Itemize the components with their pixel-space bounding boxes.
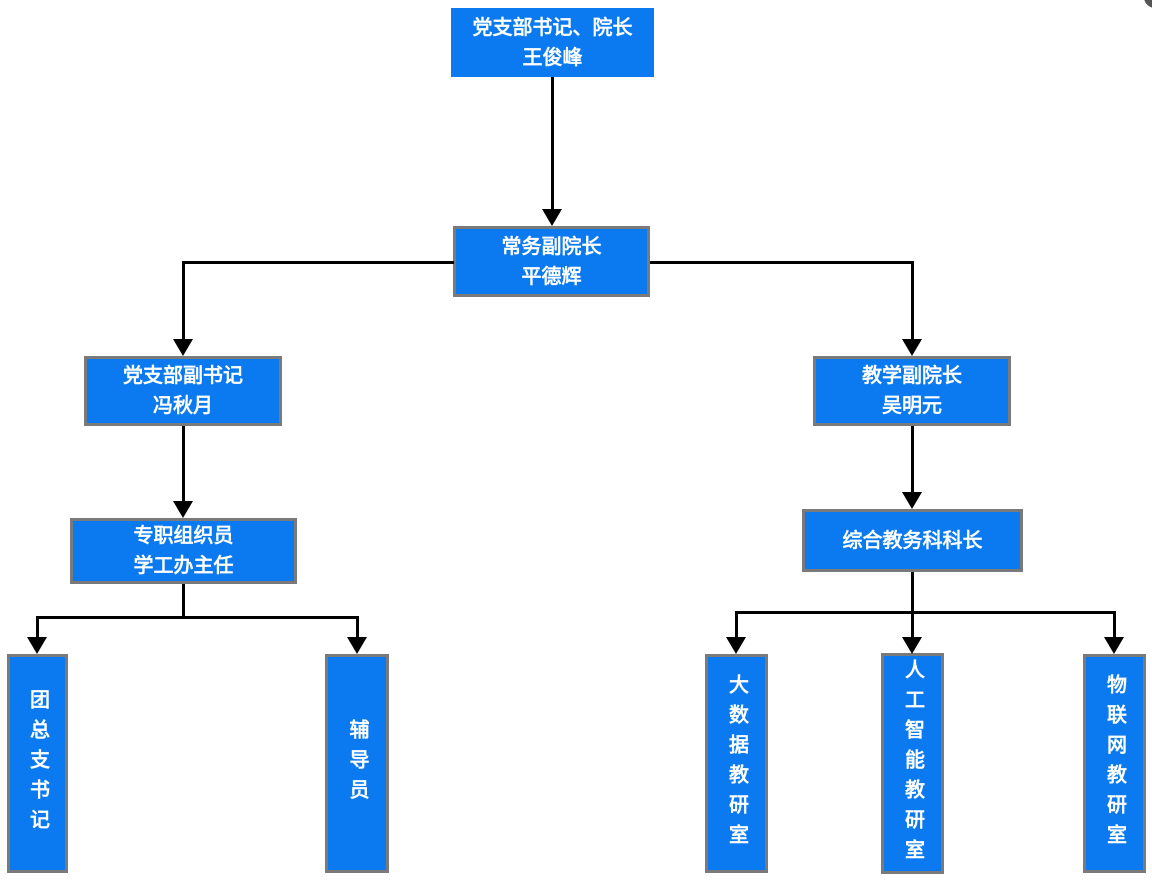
node-teaching-vice-dean: 教学副院长 吴明元 xyxy=(813,356,1011,426)
arrowhead-league-secretary xyxy=(27,637,47,654)
arrowhead-ai xyxy=(902,637,922,654)
arrowhead-big-data xyxy=(726,637,746,654)
connector-drop-counselor xyxy=(355,615,359,638)
node-ai-office: 人工智能教研室 xyxy=(881,653,944,874)
arrowhead-exec xyxy=(542,209,562,226)
node-title: 党支部书记、院长 xyxy=(472,16,633,39)
node-organizer-student-office: 专职组织员 学工办主任 xyxy=(70,518,297,584)
connector-exec-left-drop xyxy=(181,260,185,340)
arrowhead-organizer xyxy=(173,501,193,518)
node-iot-office: 物联网教研室 xyxy=(1083,654,1146,873)
node-person-name: 吴明元 xyxy=(882,395,942,417)
node-title: 教学副院长 xyxy=(862,365,962,387)
connector-organizer-stem xyxy=(181,584,185,617)
node-academic-affairs-chief: 综合教务科科长 xyxy=(802,509,1023,572)
connector-organizer-branch xyxy=(35,615,359,619)
connector-deputy-to-organizer xyxy=(181,426,185,501)
connector-exec-right-drop xyxy=(910,260,914,340)
node-title: 辅导员 xyxy=(346,718,368,809)
node-title: 大数据教研室 xyxy=(725,673,748,854)
node-big-data-office: 大数据教研室 xyxy=(705,654,768,873)
connector-drop-league-secretary xyxy=(35,615,39,638)
node-title: 综合教务科科长 xyxy=(842,529,983,552)
node-person-name: 平德辉 xyxy=(521,265,582,288)
connector-academic-stem xyxy=(910,572,914,614)
node-title-2: 学工办主任 xyxy=(133,555,234,577)
node-title: 党支部副书记 xyxy=(123,365,243,387)
connector-academic-branch xyxy=(734,610,1116,614)
arrowhead-teaching-vice-dean xyxy=(902,339,922,356)
connector-teaching-to-academic xyxy=(910,426,914,492)
arrowhead-iot xyxy=(1104,637,1124,654)
arrowhead-academic-chief xyxy=(902,492,922,509)
connector-drop-big-data xyxy=(734,610,738,638)
connector-dean-to-exec xyxy=(550,77,554,210)
node-title: 常务副院长 xyxy=(501,235,602,258)
connector-exec-right xyxy=(650,260,913,264)
node-person-name: 王俊峰 xyxy=(522,46,583,69)
node-deputy-party-secretary: 党支部副书记 冯秋月 xyxy=(84,356,282,426)
connector-drop-iot xyxy=(1112,610,1116,638)
node-executive-vice-dean: 常务副院长 平德辉 xyxy=(453,226,650,297)
node-title: 人工智能教研室 xyxy=(901,658,924,869)
corner-circle-fragment xyxy=(1144,0,1152,8)
node-party-secretary-dean: 党支部书记、院长 王俊峰 xyxy=(451,8,654,77)
arrowhead-counselor xyxy=(347,637,367,654)
node-league-branch-secretary: 团总支书记 xyxy=(7,654,68,873)
node-title: 专职组织员 xyxy=(133,525,234,547)
node-counselor: 辅导员 xyxy=(325,654,389,873)
arrowhead-deputy-secretary xyxy=(173,339,193,356)
node-title: 团总支书记 xyxy=(26,688,49,839)
node-person-name: 冯秋月 xyxy=(153,395,213,417)
connector-drop-ai xyxy=(910,610,914,638)
connector-exec-left xyxy=(181,260,454,264)
node-title: 物联网教研室 xyxy=(1103,673,1126,854)
